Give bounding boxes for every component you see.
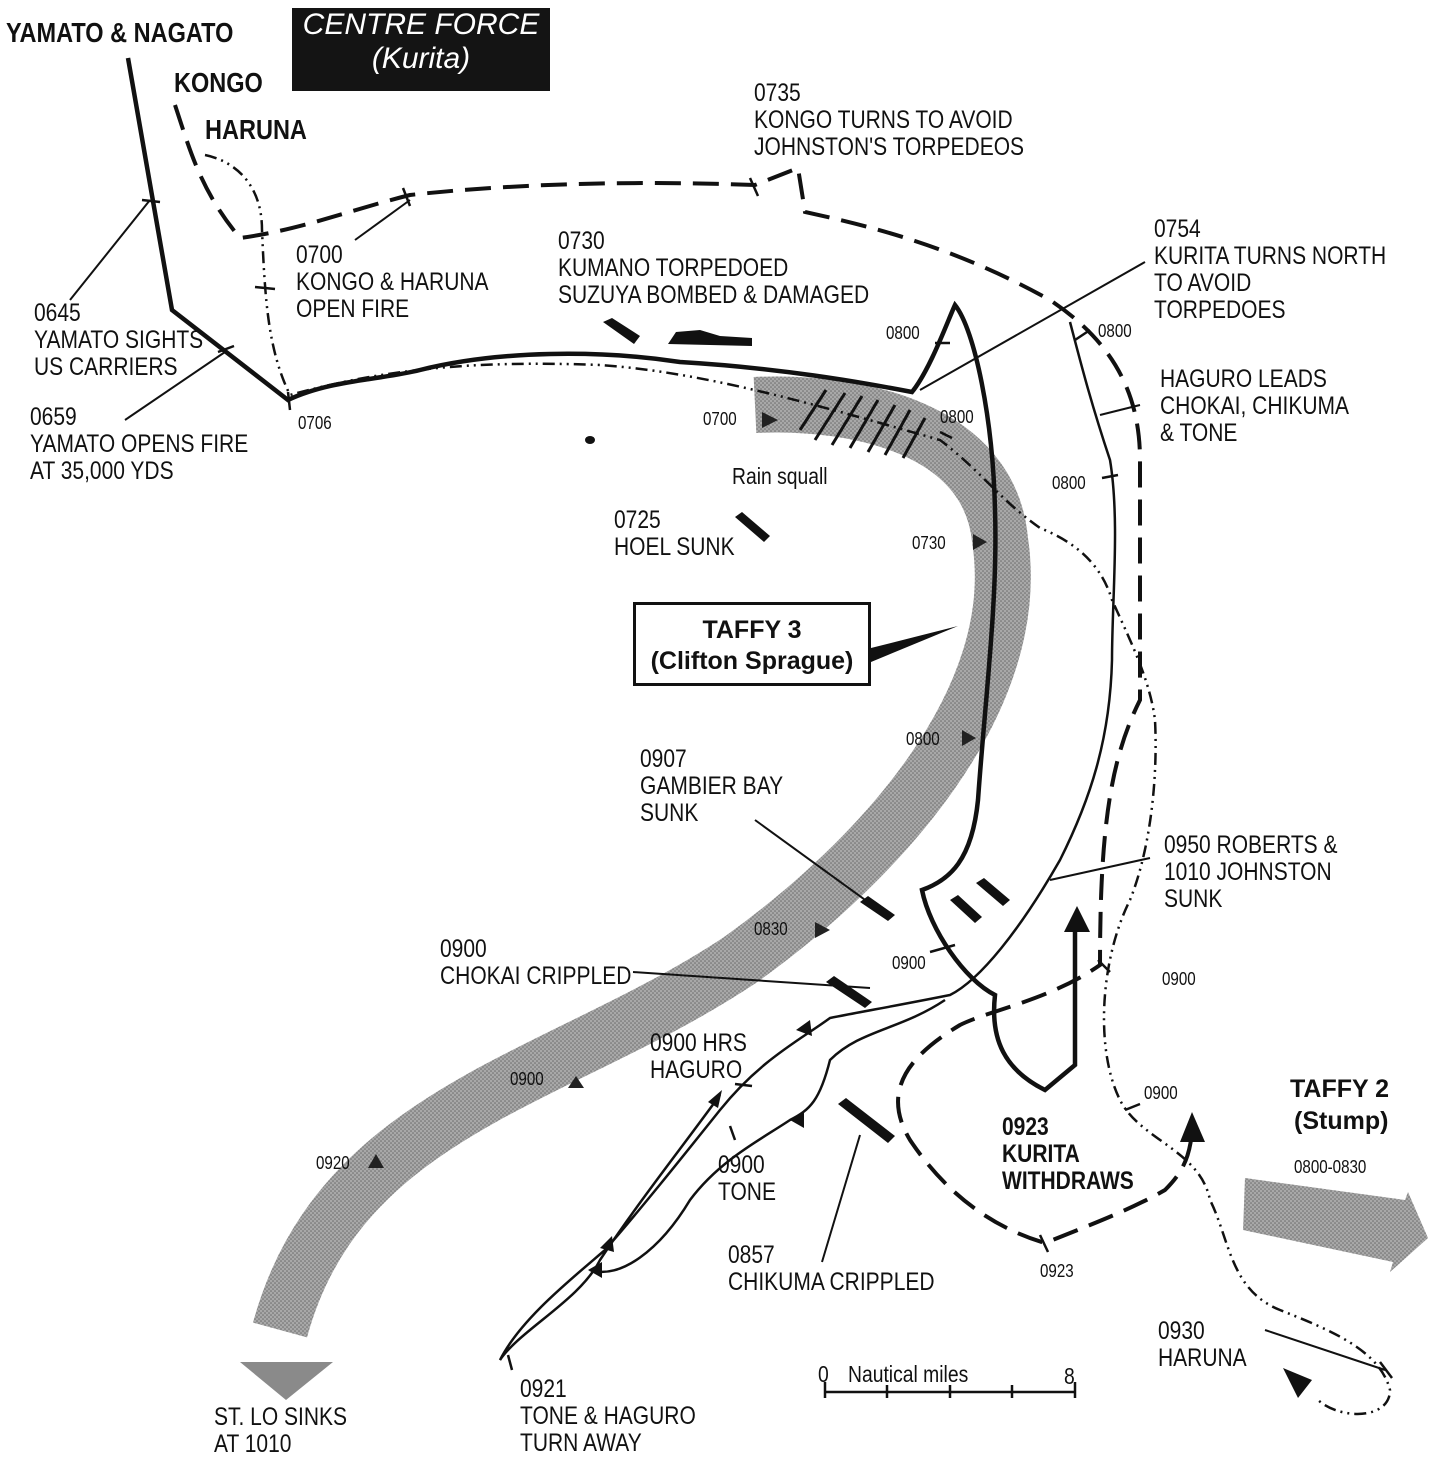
time-0900-a: 0900	[892, 953, 926, 973]
event-0900-tone: 0900 TONE	[718, 1151, 776, 1206]
haruna-track	[204, 153, 1392, 1416]
yamato-track	[125, 57, 1078, 1093]
scale-max: 8	[1064, 1363, 1075, 1389]
taffy3-direction-marks	[368, 412, 987, 1168]
event-0645: 0645 YAMATO SIGHTS US CARRIERS	[34, 299, 204, 381]
johnston-ship	[950, 895, 982, 923]
time-0923: 0923	[1040, 1261, 1074, 1281]
suzuya-ship	[668, 330, 752, 346]
taffy3-pointer	[871, 626, 958, 662]
event-0907: 0907 GAMBIER BAY SUNK	[640, 745, 784, 827]
taffy2-name: TAFFY 2	[1290, 1075, 1390, 1103]
roberts-ship	[976, 878, 1010, 906]
event-0921: 0921 TONE & HAGURO TURN AWAY	[520, 1375, 696, 1457]
hoel-ship	[735, 512, 770, 542]
cruiser-track-b	[589, 998, 946, 1274]
event-0700-kongo: 0700 KONGO & HARUNA OPEN FIRE	[296, 241, 489, 323]
taffy3-arrowhead	[240, 1362, 333, 1400]
taffy2-commander: (Stump)	[1294, 1107, 1389, 1135]
time-0900-c: 0900	[1144, 1083, 1178, 1103]
taffy3-track	[252, 376, 1031, 1338]
time-0706: 0706	[298, 413, 332, 433]
event-0900-chokai: 0900 CHOKAI CRIPPLED	[440, 935, 632, 990]
chikuma-ship	[838, 1098, 895, 1143]
cruiser-arrows	[588, 1020, 812, 1278]
scale-bar-lines	[823, 1382, 1077, 1398]
yamato-nagato-label: YAMATO & NAGATO	[6, 17, 234, 48]
event-0900-haguro: 0900 HRS HAGURO	[650, 1029, 747, 1084]
event-0930: 0930 HARUNA	[1158, 1317, 1247, 1372]
rain-squall-hatching	[798, 389, 927, 459]
time-ticks	[141, 177, 1393, 1379]
st-lo-label: ST. LO SINKS AT 1010	[214, 1403, 348, 1458]
haruna-arrowhead	[1283, 1368, 1312, 1398]
kongo-arrowhead	[1180, 1112, 1205, 1142]
haruna-label: HARUNA	[205, 114, 307, 145]
event-0857: 0857 CHIKUMA CRIPPLED	[728, 1241, 935, 1296]
gambier-bay-ship	[860, 896, 895, 921]
event-0659: 0659 YAMATO OPENS FIRE AT 35,000 YDS	[30, 403, 249, 485]
event-0754: 0754 KURITA TURNS NORTH TO AVOID TORPEDO…	[1154, 215, 1387, 324]
time-0800-taffy: 0800	[906, 729, 940, 749]
time-0800-b: 0800	[1098, 321, 1132, 341]
kumano-ship	[603, 318, 640, 344]
scale-zero: 0	[818, 1361, 829, 1387]
centre-force-title: CENTRE FORCE (Kurita)	[292, 8, 550, 91]
title-line2: (Kurita)	[371, 41, 471, 75]
time-0730: 0730	[912, 533, 946, 553]
time-0920: 0920	[316, 1153, 350, 1173]
chokai-ship	[826, 976, 872, 1008]
taffy2-time: 0800-0830	[1294, 1157, 1367, 1177]
taffy3-label-box: TAFFY 3 (Clifton Sprague)	[633, 602, 871, 686]
time-0800-a: 0800	[886, 323, 920, 343]
cruiser-track	[498, 321, 1117, 1361]
time-0800-c: 0800	[940, 407, 974, 427]
scale-label: Nautical miles	[848, 1361, 969, 1387]
taffy3-line2: (Clifton Sprague)	[650, 646, 854, 675]
ship-silhouettes	[585, 318, 1010, 1143]
haguro-leads-label: HAGURO LEADS CHOKAI, CHIKUMA & TONE	[1160, 365, 1350, 447]
event-0725: 0725 HOEL SUNK	[614, 506, 735, 561]
event-0730: 0730 KUMANO TORPEDOED SUZUYA BOMBED & DA…	[558, 227, 870, 309]
event-0950: 0950 ROBERTS & 1010 JOHNSTON SUNK	[1164, 831, 1338, 913]
kurita-withdraw-arrowhead	[1064, 906, 1090, 932]
time-0800-d: 0800	[1052, 473, 1086, 493]
title-line1: CENTRE FORCE	[302, 8, 540, 41]
taffy2-arrow	[1243, 1178, 1428, 1272]
event-0923: 0923 KURITA WITHDRAWS	[1002, 1113, 1134, 1195]
time-0700-track: 0700	[703, 409, 737, 429]
kongo-label: KONGO	[174, 67, 263, 98]
time-0900-b: 0900	[1162, 969, 1196, 989]
time-0830: 0830	[754, 919, 788, 939]
event-0735: 0735 KONGO TURNS TO AVOID JOHNSTON'S TOR…	[754, 79, 1025, 161]
taffy3-line1: TAFFY 3	[702, 616, 802, 644]
time-0900-taffy: 0900	[510, 1069, 544, 1089]
debris-mark	[585, 436, 595, 444]
rain-squall-label: Rain squall	[732, 463, 828, 489]
